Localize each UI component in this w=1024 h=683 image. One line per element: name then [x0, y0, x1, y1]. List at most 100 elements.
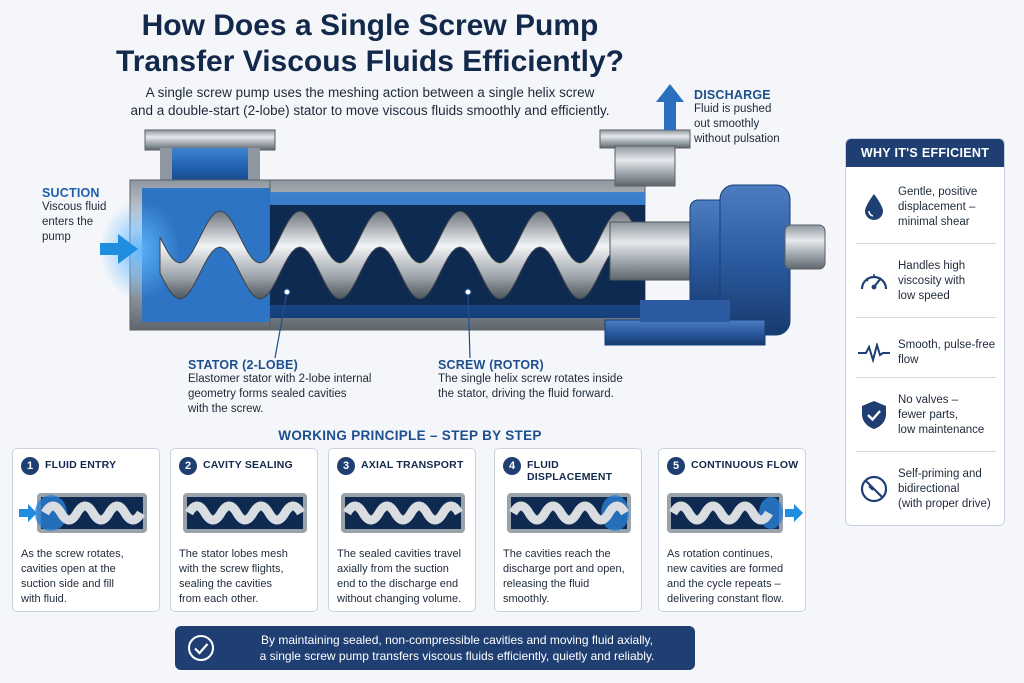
why-item-text: Self-priming and bidirectional (with pro…	[894, 467, 991, 512]
why-line: Smooth, pulse-free	[898, 339, 996, 351]
step-line: smoothly.	[503, 593, 550, 605]
step-card-axial-transport: 3 AXIAL TRANSPORT The sealed cavities tr…	[328, 448, 476, 612]
why-efficient-panel: WHY IT'S EFFICIENT Gentle, positive disp…	[845, 138, 1005, 526]
suction-arrow	[100, 234, 138, 264]
step-line: The sealed cavities travel	[337, 548, 462, 560]
divider	[856, 317, 996, 318]
page-subtitle: A single screw pump uses the meshing act…	[60, 84, 680, 120]
screw-rotor	[159, 210, 691, 300]
why-item-self-priming: Self-priming and bidirectional (with pro…	[854, 457, 998, 521]
step-line: from each other.	[179, 593, 259, 605]
title-line-2: Transfer Viscous Fluids Efficiently?	[116, 45, 624, 78]
summary-line-2: a single screw pump transfers viscous fl…	[259, 649, 655, 663]
stator-line: geometry forms sealed cavities	[188, 388, 347, 400]
suction-line: enters the	[42, 216, 94, 228]
summary-text: By maintaining sealed, non-compressible …	[227, 632, 687, 664]
screw-text: The single helix screw rotates inside th…	[438, 372, 668, 402]
step-line: The cavities reach the	[503, 548, 611, 560]
step-illustration	[507, 493, 631, 533]
droplet-icon	[854, 192, 894, 222]
step-illustration	[667, 493, 803, 533]
discharge-heading: DISCHARGE	[694, 88, 771, 102]
step-card-cavity-sealing: 2 CAVITY SEALING The stator lobes mesh w…	[170, 448, 318, 612]
pump-cutaway-illustration	[100, 84, 826, 359]
step-line: The stator lobes mesh	[179, 548, 288, 560]
step-card-fluid-entry: 1 FLUID ENTRY As the screw rotates, cavi…	[12, 448, 160, 612]
check-circle-icon	[187, 634, 215, 667]
why-item-text: Handles high viscosity with low speed	[894, 259, 965, 304]
suction-line: pump	[42, 231, 71, 243]
step-title: CONTINUOUS FLOW	[691, 459, 799, 471]
step-title: AXIAL TRANSPORT	[361, 459, 464, 471]
discharge-arrow	[656, 84, 684, 130]
why-line: displacement –	[898, 200, 976, 213]
step-description: The stator lobes mesh with the screw fli…	[179, 547, 315, 607]
divider	[856, 377, 996, 378]
summary-banner: By maintaining sealed, non-compressible …	[175, 626, 695, 670]
stator-line: with the screw.	[188, 403, 264, 415]
why-line: viscosity with	[898, 274, 966, 287]
screw-callout: SCREW (ROTOR) The single helix screw rot…	[438, 358, 668, 402]
why-line: No valves –	[898, 393, 959, 406]
why-line: flow	[898, 354, 919, 366]
step-card-continuous-flow: 5 CONTINUOUS FLOW As rotation continues,…	[658, 448, 806, 612]
why-line: low maintenance	[898, 423, 985, 436]
screw-heading: SCREW (ROTOR)	[438, 358, 544, 372]
step-number-badge: 5	[667, 457, 685, 475]
summary-line-1: By maintaining sealed, non-compressible …	[261, 633, 653, 647]
step-illustration	[341, 493, 465, 533]
why-line: minimal shear	[898, 215, 970, 228]
why-item-pulse-free: Smooth, pulse-free flow	[854, 321, 998, 385]
step-line: and the cycle repeats –	[667, 578, 781, 590]
step-title: FLUID ENTRY	[45, 459, 117, 471]
callout-leader-lines	[274, 288, 472, 359]
divider	[856, 243, 996, 244]
stator-heading: STATOR (2-LOBE)	[188, 358, 298, 372]
why-item-gentle-displacement: Gentle, positive displacement – minimal …	[854, 175, 998, 239]
divider	[856, 451, 996, 452]
step-line: As rotation continues,	[667, 548, 773, 560]
discharge-callout: DISCHARGE Fluid is pushed out smoothly w…	[694, 88, 824, 147]
why-item-high-viscosity: Handles high viscosity with low speed	[854, 249, 998, 313]
stator-callout: STATOR (2-LOBE) Elastomer stator with 2-…	[188, 358, 418, 417]
pulse-wave-icon	[854, 343, 894, 363]
step-title: CAVITY SEALING	[203, 459, 293, 471]
step-line: end to the discharge end	[337, 578, 459, 590]
step-card-fluid-displacement: 4 FLUID DISPLACEMENT The cavities reach …	[494, 448, 642, 612]
suction-text: Viscous fluid enters the pump	[42, 200, 132, 245]
why-line: (with proper drive)	[898, 497, 991, 510]
why-line: Self-priming and	[898, 467, 982, 480]
step-description: As rotation continues, new cavities are …	[667, 547, 803, 607]
discharge-text: Fluid is pushed out smoothly without pul…	[694, 102, 824, 147]
step-line: with fluid.	[21, 593, 67, 605]
step-number-badge: 2	[179, 457, 197, 475]
title-line-1: How Does a Single Screw Pump	[141, 9, 599, 42]
drive-motor	[604, 184, 826, 346]
step-line: sealing the cavities	[179, 578, 272, 590]
step-line: suction side and fill	[21, 578, 114, 590]
step-number-badge: 3	[337, 457, 355, 475]
step-description: The cavities reach the discharge port an…	[503, 547, 639, 607]
discharge-line: Fluid is pushed	[694, 103, 772, 115]
suction-line: Viscous fluid	[42, 201, 107, 213]
why-item-text: Smooth, pulse-free flow	[894, 338, 995, 368]
discharge-port	[599, 129, 691, 187]
step-line: discharge port and open,	[503, 563, 625, 575]
shield-check-icon	[854, 399, 894, 431]
step-line: new cavities are formed	[667, 563, 784, 575]
step-number-badge: 1	[21, 457, 39, 475]
steps-section-title: WORKING PRINCIPLE – STEP BY STEP	[278, 428, 542, 443]
page-title: How Does a Single Screw Pump Transfer Vi…	[60, 8, 680, 80]
discharge-line: out smoothly	[694, 118, 760, 130]
step-line: cavities open at the	[21, 563, 116, 575]
no-valve-icon	[854, 474, 894, 504]
why-item-text: Gentle, positive displacement – minimal …	[894, 185, 977, 230]
gauge-icon	[854, 267, 894, 295]
step-number-badge: 4	[503, 457, 521, 475]
step-line: As the screw rotates,	[21, 548, 124, 560]
screw-line: The single helix screw rotates inside	[438, 373, 623, 385]
why-line: bidirectional	[898, 482, 960, 495]
suction-callout: SUCTION Viscous fluid enters the pump	[42, 186, 132, 245]
why-line: low speed	[898, 289, 950, 302]
discharge-line: without pulsation	[694, 133, 780, 145]
